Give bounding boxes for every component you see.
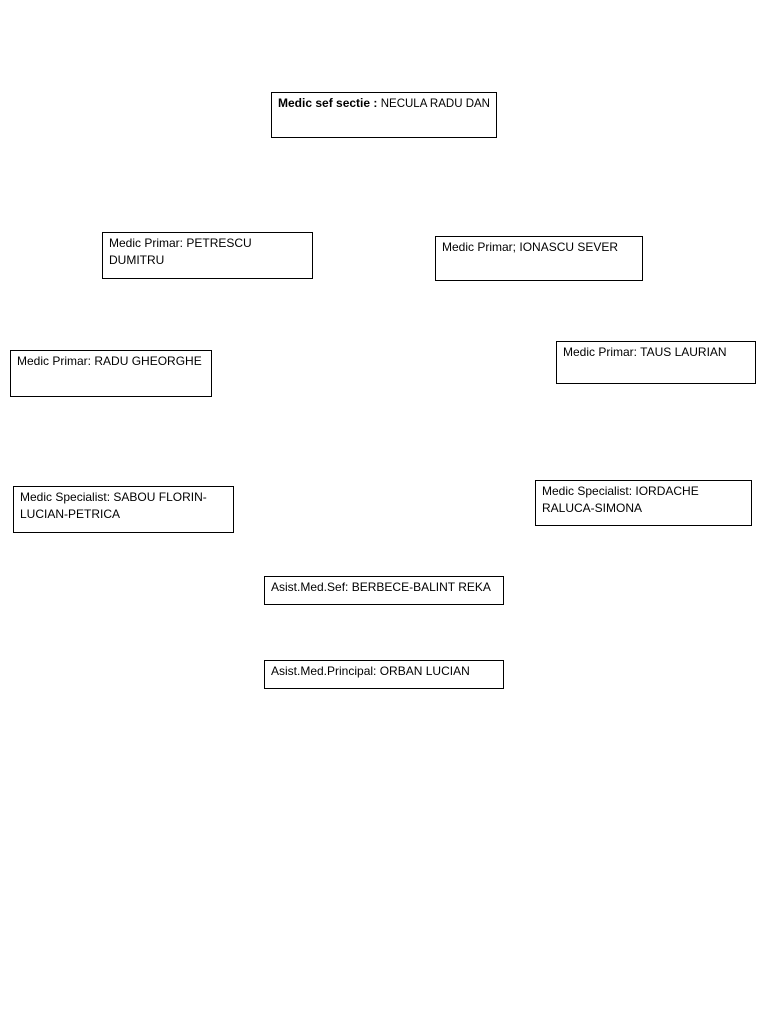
person-name: SABOU FLORIN-LUCIAN-PETRICA — [20, 490, 207, 521]
primary-physician-box: Medic Primar; IONASCU SEVER — [435, 236, 643, 281]
role-label: Medic Primar: — [563, 345, 638, 359]
primary-physician-box: Medic Primar: TAUS LAURIAN — [556, 341, 756, 384]
person-name: IONASCU SEVER — [519, 240, 619, 254]
primary-physician-box: Medic Primar: RADU GHEORGHE — [10, 350, 212, 397]
principal-nurse-box: Asist.Med.Principal: ORBAN LUCIAN — [264, 660, 504, 689]
department-head-box: Medic sef sectie : NECULA RADU DAN — [271, 92, 497, 138]
role-label: Medic Primar; — [442, 240, 517, 254]
role-label: Medic sef sectie : — [278, 96, 378, 110]
head-nurse-box: Asist.Med.Sef: BERBECE-BALINT REKA — [264, 576, 504, 605]
role-label: Medic Primar: — [17, 354, 92, 368]
person-name: RADU GHEORGHE — [94, 354, 202, 368]
specialist-physician-box: Medic Specialist: IORDACHE RALUCA-SIMONA — [535, 480, 752, 526]
role-label: Asist.Med.Sef: — [271, 580, 349, 594]
specialist-physician-box: Medic Specialist: SABOU FLORIN-LUCIAN-PE… — [13, 486, 234, 533]
person-name: NECULA RADU DAN — [380, 98, 490, 110]
person-name: TAUS LAURIAN — [640, 345, 727, 359]
primary-physician-box: Medic Primar: PETRESCU DUMITRU — [102, 232, 313, 279]
role-label: Asist.Med.Principal: — [271, 664, 377, 678]
person-name: BERBECE-BALINT REKA — [351, 580, 491, 594]
person-name: PETRESCU DUMITRU — [109, 236, 252, 267]
role-label: Medic Specialist: — [20, 490, 111, 504]
role-label: Medic Primar: — [109, 236, 184, 250]
person-name: ORBAN LUCIAN — [379, 664, 470, 678]
person-name: IORDACHE RALUCA-SIMONA — [542, 484, 699, 515]
role-label: Medic Specialist: — [542, 484, 633, 498]
